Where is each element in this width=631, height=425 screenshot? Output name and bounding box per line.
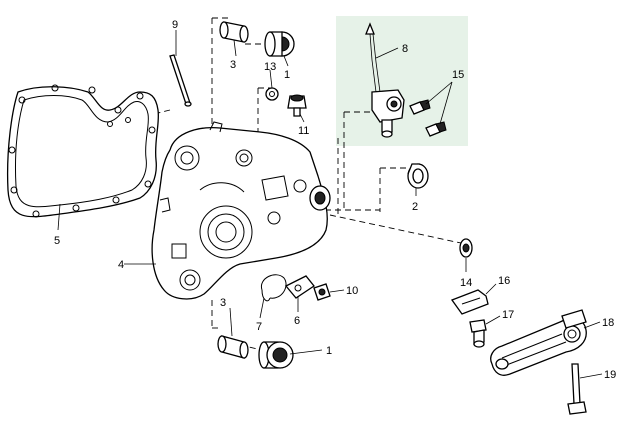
pin-part-9 [169, 54, 192, 107]
label-10: 10 [346, 285, 358, 297]
bolt-part-17 [469, 319, 487, 348]
crankcase-cover-part-4 [151, 121, 328, 300]
label-5: 5 [54, 235, 60, 247]
label-15: 15 [452, 69, 464, 81]
washer-part-13 [265, 87, 279, 101]
label-17: 17 [502, 309, 514, 321]
label-18: 18 [602, 317, 614, 329]
bushing-part-1-bottom [258, 341, 294, 369]
label-3-bottom: 3 [220, 297, 226, 309]
cover-oil-seal [309, 185, 331, 211]
label-2: 2 [412, 201, 418, 213]
label-14: 14 [460, 277, 472, 289]
label-16: 16 [498, 275, 510, 287]
label-8: 8 [402, 43, 408, 55]
bolt-part-10 [313, 283, 331, 301]
leader-lines [57, 30, 603, 379]
label-4: 4 [118, 259, 124, 271]
label-13: 13 [264, 61, 276, 73]
label-11: 11 [298, 125, 309, 137]
lever-part-18 [490, 309, 587, 376]
gasket-part-5 [6, 84, 160, 218]
label-1-top: 1 [284, 69, 290, 81]
dowel-part-3-bottom [217, 335, 249, 359]
label-6: 6 [294, 315, 300, 327]
washer-part-14 [459, 238, 473, 258]
part-number-labels: 9 3 1 13 11 8 15 2 14 5 4 6 7 10 3 1 16 … [54, 19, 616, 381]
screw-part-15-b [425, 121, 447, 137]
label-7: 7 [256, 321, 262, 333]
label-1-bottom: 1 [326, 345, 332, 357]
screw-part-15-a [409, 99, 431, 115]
oring-part-7 [260, 274, 287, 302]
sensor-highlight-area [336, 16, 468, 146]
bolt-part-19 [567, 363, 587, 415]
clip-part-16 [450, 289, 489, 315]
plate-part-6 [284, 275, 315, 299]
bolt-part-11 [287, 94, 307, 117]
sensor-part-8 [365, 22, 405, 138]
label-19: 19 [604, 369, 616, 381]
dowel-part-3-top [219, 21, 249, 43]
label-9: 9 [172, 19, 178, 31]
label-3-top: 3 [230, 59, 236, 71]
seal-part-2 [407, 163, 429, 189]
bushing-part-1-top [264, 31, 295, 57]
